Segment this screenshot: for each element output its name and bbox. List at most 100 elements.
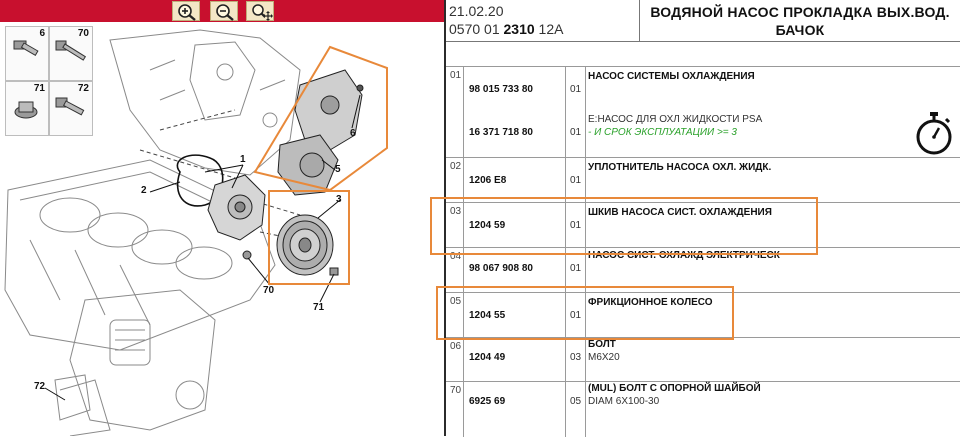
callout-71[interactable]: 71 (313, 302, 325, 313)
part-description: БОЛТ (588, 339, 616, 350)
thumb-part-72[interactable]: 72 (49, 81, 93, 136)
parts-table: 01 98 015 733 80 01 НАСОС СИСТЕМЫ ОХЛАЖД… (446, 66, 960, 437)
part-description-alt: E:НАСОС ДЛЯ ОХЛ ЖИДКОСТИ PSA (588, 114, 763, 125)
row-number: 02 (446, 158, 464, 202)
part-description: ФРИКЦИОННОЕ КОЛЕСО (588, 297, 713, 308)
diagram-panel[interactable]: 6 70 71 72 (0, 0, 444, 436)
part-reference[interactable]: 98 015 733 80 (469, 84, 533, 95)
callout-3[interactable]: 3 (336, 194, 342, 205)
part-reference[interactable]: 1206 E8 (469, 175, 507, 186)
qty-column (566, 67, 586, 157)
thumb-label: 70 (77, 28, 89, 39)
engine-block-drawing (4, 29, 388, 436)
ref-column (464, 158, 566, 202)
ref-column (464, 248, 566, 292)
page-title-line-2: БАЧОК (775, 22, 825, 38)
code-suffix: 12A (534, 21, 564, 37)
nut-icon (14, 101, 38, 119)
zoom-out-icon (216, 4, 234, 21)
table-row[interactable]: 70 (MUL) БОЛТ С ОПОРНОЙ ШАЙБОЙ DIAM 6X10… (446, 382, 960, 437)
callout-72[interactable]: 72 (34, 381, 46, 392)
part-reference[interactable]: 6925 69 (469, 396, 506, 407)
part-description: УПЛОТНИТЕЛЬ НАСОСА ОХЛ. ЖИДК. (588, 162, 772, 173)
catalog-date: 21.02.20 (449, 3, 504, 19)
electric-pump-shape (277, 69, 364, 196)
qty-column (566, 382, 586, 437)
flange-bolt-icon (55, 97, 85, 116)
part-quantity: 01 (570, 220, 582, 231)
page-title: ВОДЯНОЙ НАСОС ПРОКЛАДКА ВЫХ.ВОД. БАЧОК (642, 3, 958, 39)
part-reference[interactable]: 98 067 908 80 (469, 263, 533, 274)
zoom-out-button[interactable] (210, 1, 238, 21)
zoom-toolbar (0, 0, 444, 22)
part-validity-note: - И СРОК ЭКСПЛУАТАЦИИ >= 3 (588, 127, 737, 138)
qty-column (566, 158, 586, 202)
callout-2[interactable]: 2 (141, 185, 147, 196)
qty-column (566, 248, 586, 292)
part-quantity: 01 (570, 127, 582, 138)
bolt-icon (13, 40, 39, 57)
part-quantity: 05 (570, 396, 582, 407)
row-number: 05 (446, 293, 464, 337)
table-row[interactable]: 03 ШКИВ НАСОСА СИСТ. ОХЛАЖДЕНИЯ 1204 59 … (446, 203, 960, 248)
panel-divider[interactable] (444, 0, 446, 436)
ref-column (464, 338, 566, 381)
zoom-fit-icon (252, 4, 273, 21)
code-prefix: 0570 01 (449, 21, 504, 37)
parts-header: 21.02.20 0570 01 2310 12A ВОДЯНОЙ НАСОС … (446, 0, 960, 42)
part-description: НАСОС СИСТЕМЫ ОХЛАЖДЕНИЯ (588, 71, 755, 82)
part-reference[interactable]: 1204 59 (469, 220, 506, 231)
qty-column (566, 338, 586, 381)
table-row[interactable]: 02 УПЛОТНИТЕЛЬ НАСОСА ОХЛ. ЖИДК. 1206 E8… (446, 158, 960, 203)
row-number: 04 (446, 248, 464, 292)
code-group: 2310 (503, 21, 535, 37)
part-quantity: 03 (570, 352, 582, 363)
part-quantity: 01 (570, 84, 582, 95)
part-spec: DIAM 6X100-30 (588, 396, 660, 407)
catalog-code: 0570 01 2310 12A (449, 21, 563, 37)
thumb-part-6[interactable]: 6 (5, 26, 49, 81)
part-description: ШКИВ НАСОСА СИСТ. ОХЛАЖДЕНИЯ (588, 207, 772, 218)
part-description: НАСОС СИСТ. ОХЛАЖД ЭЛЕКТРИЧЕСК (588, 250, 780, 261)
long-bolt-icon (55, 40, 87, 61)
part-reference[interactable]: 1204 55 (469, 310, 506, 321)
part-reference[interactable]: 16 371 718 80 (469, 127, 533, 138)
header-separator (639, 0, 640, 42)
zoom-in-button[interactable] (172, 1, 200, 21)
thumb-label: 6 (39, 28, 45, 39)
part-spec: M6X20 (588, 352, 620, 363)
table-row[interactable]: 05 ФРИКЦИОННОЕ КОЛЕСО 1204 55 01 (446, 293, 960, 338)
thumb-label: 72 (77, 83, 89, 94)
callout-5[interactable]: 5 (335, 164, 341, 175)
water-pump-shape (207, 174, 266, 241)
pump-pulley-shape (276, 214, 334, 276)
thumb-label: 71 (33, 83, 45, 94)
row-number: 01 (446, 67, 464, 157)
qty-column (566, 293, 586, 337)
zoom-in-icon (178, 4, 196, 21)
row-number: 03 (446, 203, 464, 247)
row-number: 70 (446, 382, 464, 437)
ref-column (464, 382, 566, 437)
ref-column (464, 203, 566, 247)
part-quantity: 01 (570, 310, 582, 321)
part-quantity: 01 (570, 175, 582, 186)
callout-6[interactable]: 6 (350, 128, 356, 139)
fastener-thumbnails: 6 70 71 72 (5, 26, 95, 138)
table-row[interactable]: 06 БОЛТ M6X20 1204 49 03 (446, 338, 960, 382)
stopwatch-icon[interactable] (914, 110, 954, 156)
thumb-part-71[interactable]: 71 (5, 81, 49, 136)
page-title-line-1: ВОДЯНОЙ НАСОС ПРОКЛАДКА ВЫХ.ВОД. (650, 4, 950, 20)
zoom-fit-button[interactable] (246, 1, 274, 21)
table-row[interactable]: 01 98 015 733 80 01 НАСОС СИСТЕМЫ ОХЛАЖД… (446, 67, 960, 158)
part-description: (MUL) БОЛТ С ОПОРНОЙ ШАЙБОЙ (588, 383, 761, 394)
qty-column (566, 203, 586, 247)
thumb-part-70[interactable]: 70 (49, 26, 93, 81)
callout-1[interactable]: 1 (240, 154, 246, 165)
table-row[interactable]: 04 НАСОС СИСТ. ОХЛАЖД ЭЛЕКТРИЧЕСК 98 067… (446, 248, 960, 293)
part-reference[interactable]: 1204 49 (469, 352, 506, 363)
diagram-highlights (253, 45, 388, 285)
callout-70[interactable]: 70 (263, 285, 275, 296)
ref-column (464, 67, 566, 157)
part-quantity: 01 (570, 263, 582, 274)
